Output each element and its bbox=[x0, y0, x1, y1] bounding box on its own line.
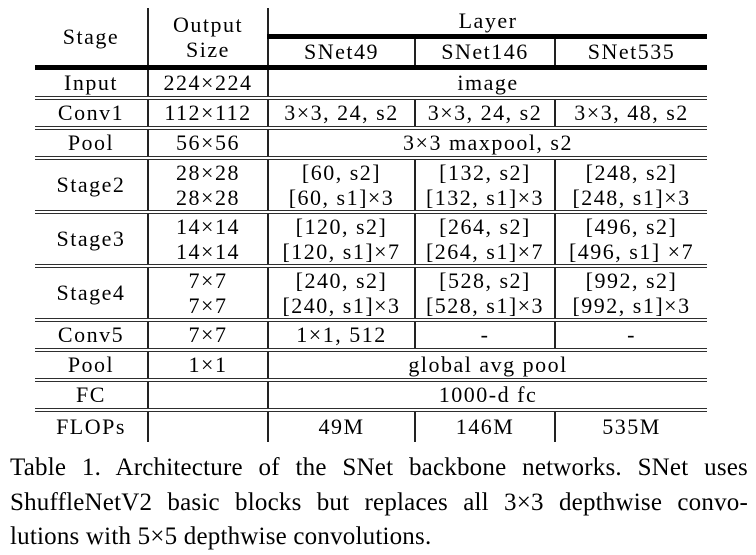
layer-cell: 1×1, 512 bbox=[268, 318, 416, 350]
block-spec-line: [132, s1]×3 bbox=[425, 185, 545, 210]
output-size-line: 28×28 bbox=[176, 185, 240, 210]
block-spec-line: [992, s2] bbox=[585, 268, 678, 293]
block-spec-line: [132, s2] bbox=[439, 160, 531, 185]
output-size-cell: 7×7 7×7 bbox=[148, 264, 269, 320]
layer-cell: - bbox=[555, 318, 708, 350]
header-output-line2: Size bbox=[186, 36, 230, 62]
output-size-cell: 28×28 28×28 bbox=[148, 156, 269, 212]
block-spec-line: [496, s2] bbox=[585, 214, 678, 239]
stage-cell: Stage4 bbox=[35, 264, 149, 320]
stage-cell: Pool bbox=[35, 348, 149, 380]
stage-cell: FLOPs bbox=[35, 408, 149, 442]
stage-cell: Conv5 bbox=[35, 318, 149, 350]
header-output-size: Output Size bbox=[148, 8, 269, 70]
table-caption: Table 1. Architecture of the SNet backbo… bbox=[10, 451, 748, 555]
output-size-cell bbox=[148, 408, 269, 442]
layer-cell: [240, s2] [240, s1]×3 bbox=[268, 264, 416, 320]
flops-cell: 535M bbox=[555, 408, 708, 442]
output-size-cell bbox=[148, 378, 269, 410]
row-flops: FLOPs 49M 146M 535M bbox=[35, 408, 708, 442]
layer-cell: [120, s2] [120, s1]×7 bbox=[268, 210, 416, 266]
output-size-cell: 112×112 bbox=[148, 96, 269, 128]
block-spec-line: [264, s2] bbox=[439, 214, 531, 239]
row-pool-1: Pool 1×1 global avg pool bbox=[35, 348, 708, 380]
caption-line: ShuffleNetV2 basic blocks but replaces a… bbox=[10, 488, 748, 516]
output-size-line: 7×7 bbox=[188, 293, 228, 318]
header-network-snet146: SNet146 bbox=[415, 34, 556, 70]
row-pool-56: Pool 56×56 3×3 maxpool, s2 bbox=[35, 126, 708, 158]
stage-cell: Pool bbox=[35, 126, 149, 158]
block-spec-line: [248, s2] bbox=[585, 160, 678, 185]
layer-cell: [248, s2] [248, s1]×3 bbox=[555, 156, 708, 212]
stage-cell: Stage2 bbox=[35, 156, 149, 212]
header-row-networks: SNet49 SNet146 SNet535 bbox=[35, 34, 708, 70]
output-size-cell: 1×1 bbox=[148, 348, 269, 380]
layer-cell: [264, s2] [264, s1]×7 bbox=[415, 210, 556, 266]
block-spec-line: [240, s2] bbox=[295, 268, 388, 293]
stage-cell: Input bbox=[35, 65, 149, 98]
block-spec-line: [120, s2] bbox=[295, 214, 388, 239]
architecture-table: Stage Output Size Layer SNet49 SNet146 S… bbox=[35, 8, 708, 442]
header-stage: Stage bbox=[35, 8, 149, 70]
block-spec-line: [496, s1] ×7 bbox=[568, 239, 695, 264]
row-input: Input 224×224 image bbox=[35, 65, 708, 98]
block-spec-line: [120, s1]×7 bbox=[282, 239, 401, 264]
block-spec-line: [60, s2] bbox=[301, 160, 382, 185]
row-stage4: Stage4 7×7 7×7 [240, s2] [240, s1]×3 [52… bbox=[35, 264, 708, 320]
block-spec-line: [528, s1]×3 bbox=[425, 293, 545, 318]
layer-span-cell: global avg pool bbox=[268, 348, 708, 380]
flops-cell: 49M bbox=[268, 408, 416, 442]
paper-table-figure: Stage Output Size Layer SNet49 SNet146 S… bbox=[35, 8, 708, 442]
table-body: Input 224×224 image Conv1 112×112 3×3, 2… bbox=[35, 65, 708, 442]
layer-cell: [992, s2] [992, s1]×3 bbox=[555, 264, 708, 320]
caption-line: lutions with 5×5 depthwise convolutions. bbox=[10, 523, 432, 550]
header-network-snet49: SNet49 bbox=[268, 34, 416, 70]
layer-span-cell: 1000-d fc bbox=[268, 378, 708, 410]
flops-cell: 146M bbox=[415, 408, 556, 442]
layer-cell: 3×3, 48, s2 bbox=[555, 96, 708, 128]
block-spec-line: [248, s1]×3 bbox=[572, 185, 691, 210]
block-spec-line: [240, s1]×3 bbox=[282, 293, 401, 318]
block-spec-line: [60, s1]×3 bbox=[288, 185, 395, 210]
output-size-cell: 14×14 14×14 bbox=[148, 210, 269, 266]
output-size-line: 14×14 bbox=[176, 214, 240, 239]
layer-cell: [60, s2] [60, s1]×3 bbox=[268, 156, 416, 212]
stage-cell: Conv1 bbox=[35, 96, 149, 128]
row-stage3: Stage3 14×14 14×14 [120, s2] [120, s1]×7… bbox=[35, 210, 708, 266]
output-size-line: 7×7 bbox=[188, 268, 228, 293]
layer-cell: [528, s2] [528, s1]×3 bbox=[415, 264, 556, 320]
stage-cell: Stage3 bbox=[35, 210, 149, 266]
header-row-top: Stage Output Size Layer bbox=[35, 8, 708, 70]
layer-span-cell: 3×3 maxpool, s2 bbox=[268, 126, 708, 158]
row-conv5: Conv5 7×7 1×1, 512 - - bbox=[35, 318, 708, 350]
output-size-line: 28×28 bbox=[176, 160, 240, 185]
header-output-line1: Output bbox=[172, 11, 244, 37]
output-size-cell: 7×7 bbox=[148, 318, 269, 350]
stage-cell: FC bbox=[35, 378, 149, 410]
output-size-cell: 56×56 bbox=[148, 126, 269, 158]
output-size-cell: 224×224 bbox=[148, 65, 269, 98]
row-fc: FC 1000-d fc bbox=[35, 378, 708, 410]
block-spec-line: [528, s2] bbox=[439, 268, 531, 293]
layer-cell: 3×3, 24, s2 bbox=[268, 96, 416, 128]
layer-cell: [496, s2] [496, s1] ×7 bbox=[555, 210, 708, 266]
block-spec-line: [264, s1]×7 bbox=[425, 239, 545, 264]
header-layer: Layer bbox=[268, 8, 708, 39]
layer-cell: [132, s2] [132, s1]×3 bbox=[415, 156, 556, 212]
output-size-line: 14×14 bbox=[176, 239, 240, 264]
row-stage2: Stage2 28×28 28×28 [60, s2] [60, s1]×3 [… bbox=[35, 156, 708, 212]
table-header: Stage Output Size Layer SNet49 SNet146 S… bbox=[35, 8, 708, 70]
block-spec-line: [992, s1]×3 bbox=[572, 293, 691, 318]
caption-line: Table 1. Architecture of the SNet backbo… bbox=[10, 454, 748, 481]
layer-cell: - bbox=[415, 318, 556, 350]
layer-span-cell: image bbox=[268, 65, 708, 98]
header-network-snet535: SNet535 bbox=[555, 34, 708, 70]
layer-cell: 3×3, 24, s2 bbox=[415, 96, 556, 128]
row-conv1: Conv1 112×112 3×3, 24, s2 3×3, 24, s2 3×… bbox=[35, 96, 708, 128]
